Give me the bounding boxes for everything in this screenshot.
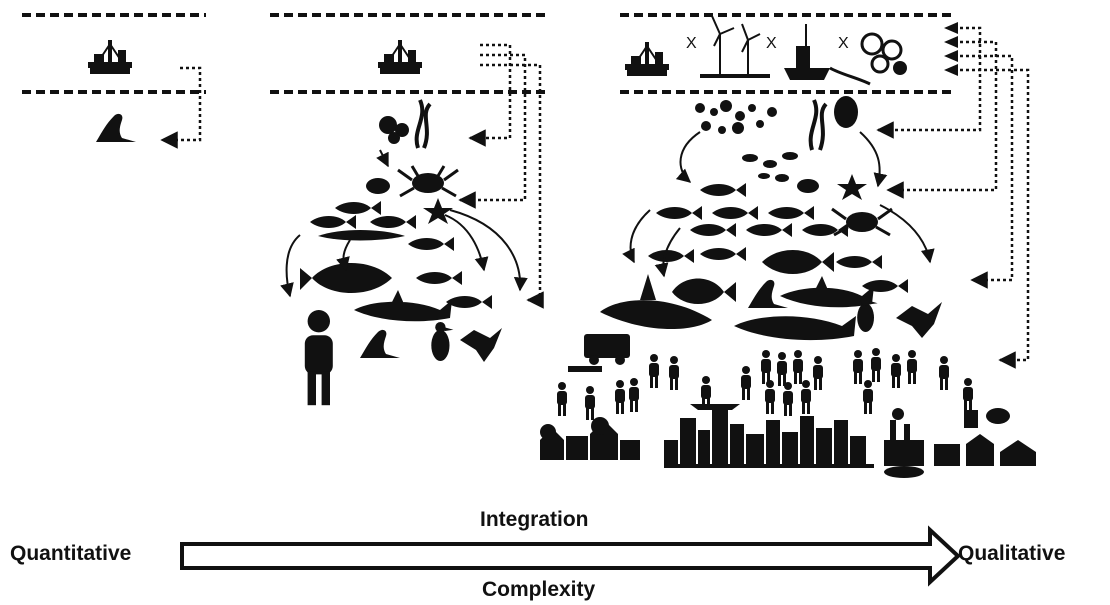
fish-icon bbox=[768, 206, 814, 220]
orca-icon bbox=[600, 274, 712, 330]
separator-x: X bbox=[766, 35, 777, 52]
eel-icon bbox=[318, 230, 405, 241]
small-fish-icon bbox=[408, 237, 454, 251]
sea-lion-icon bbox=[96, 113, 136, 142]
human-icon bbox=[304, 310, 333, 406]
qualitative-label: Qualitative bbox=[958, 542, 1066, 565]
fish-icon bbox=[802, 223, 848, 237]
buildings-icon bbox=[934, 408, 1036, 466]
fish-icon bbox=[836, 255, 882, 269]
algae-icon bbox=[860, 32, 907, 75]
food-web-arrow bbox=[859, 131, 888, 188]
impact-arrow bbox=[886, 40, 998, 199]
bird-icon bbox=[431, 322, 454, 361]
food-web-arrow bbox=[376, 149, 389, 168]
food-web-arrow bbox=[879, 204, 935, 264]
starfish-icon bbox=[837, 174, 867, 200]
small-fish-icon bbox=[335, 201, 381, 215]
cormorant-icon bbox=[460, 328, 502, 362]
impact-arrow bbox=[160, 66, 202, 149]
quantitative-label: Quantitative bbox=[10, 542, 132, 565]
panel-social-ecological: X X X bbox=[540, 13, 1036, 478]
fish-icon bbox=[746, 223, 792, 237]
kelp-icon bbox=[414, 99, 432, 149]
wind-turbine-icon bbox=[700, 15, 770, 78]
bench-icon bbox=[568, 366, 602, 372]
panel-single-species bbox=[22, 13, 206, 149]
impact-arrow bbox=[960, 54, 1014, 289]
separator-x: X bbox=[686, 35, 697, 52]
pressure-markers bbox=[944, 22, 958, 76]
urchin-icon bbox=[366, 178, 390, 194]
zooplankton-icon bbox=[742, 152, 798, 182]
integration-complexity-arrow bbox=[180, 525, 961, 587]
impact-arrow bbox=[458, 53, 527, 209]
seal-icon bbox=[748, 279, 788, 308]
cod-icon bbox=[416, 271, 462, 285]
shark-icon bbox=[780, 276, 874, 308]
vehicle-icon bbox=[584, 334, 630, 365]
starfish-icon bbox=[423, 198, 453, 224]
crab-icon bbox=[397, 165, 459, 198]
fish-icon bbox=[690, 223, 736, 237]
food-web-arrow bbox=[444, 214, 489, 272]
fish-icon bbox=[700, 183, 746, 197]
impact-arrow bbox=[876, 26, 982, 139]
crab-icon bbox=[831, 207, 893, 237]
kelp-icon bbox=[808, 99, 828, 151]
urchin-icon bbox=[797, 179, 819, 193]
small-fish-icon bbox=[310, 215, 356, 229]
fish-icon bbox=[712, 206, 758, 220]
separator-x: X bbox=[838, 35, 849, 52]
kayak-icon bbox=[690, 404, 740, 410]
fish-icon bbox=[656, 206, 702, 220]
fish-icon bbox=[700, 247, 746, 261]
flatfish-icon bbox=[300, 263, 392, 293]
seal-icon bbox=[360, 329, 400, 358]
plankton-icon bbox=[379, 116, 409, 144]
jellyfish-icon bbox=[834, 96, 858, 128]
oil-rig-icon bbox=[377, 39, 423, 75]
cormorant-icon bbox=[896, 302, 942, 338]
oil-rig-icon bbox=[624, 41, 670, 77]
shark-icon bbox=[354, 290, 452, 322]
small-fish-icon bbox=[370, 215, 416, 229]
city-skyline-icon bbox=[664, 410, 874, 468]
plankton-icon bbox=[695, 100, 777, 134]
integration-label: Integration bbox=[480, 508, 589, 531]
whale-shark-icon bbox=[734, 316, 856, 341]
panel-ecosystem bbox=[270, 13, 550, 406]
oil-rig-icon bbox=[87, 39, 133, 75]
impact-arrow bbox=[480, 63, 544, 309]
industry-icon bbox=[884, 408, 924, 478]
impact-arrow bbox=[960, 68, 1030, 369]
food-web-arrow bbox=[449, 209, 528, 292]
complexity-label: Complexity bbox=[482, 578, 596, 601]
salmon-icon bbox=[446, 295, 492, 309]
fishing-vessel-icon bbox=[784, 24, 871, 86]
rockfish-icon bbox=[672, 278, 736, 304]
food-web-arrow bbox=[675, 131, 701, 183]
flatfish-icon bbox=[762, 250, 834, 274]
food-web-arrow bbox=[280, 234, 301, 298]
food-web-arrow bbox=[622, 209, 651, 264]
food-web-arrow bbox=[654, 227, 681, 278]
impact-arrow bbox=[468, 43, 512, 147]
cod-icon bbox=[648, 249, 694, 263]
town-icon bbox=[540, 417, 640, 460]
food-web-arrow bbox=[336, 239, 351, 272]
